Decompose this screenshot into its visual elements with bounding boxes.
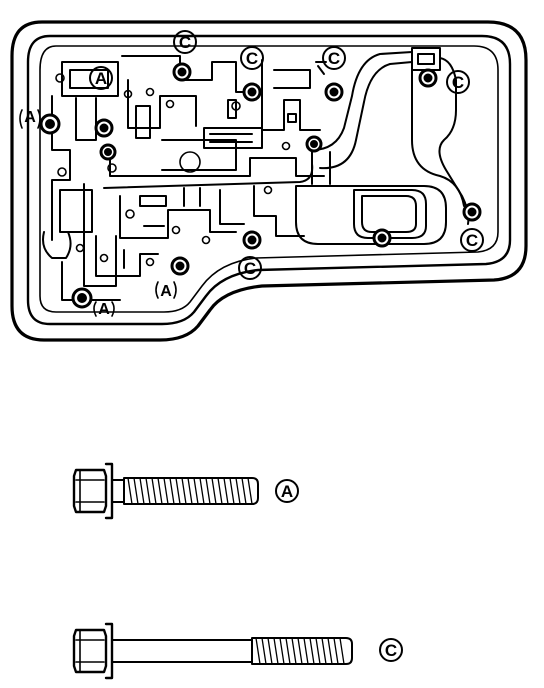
valve-body-outline — [10, 20, 528, 342]
svg-text:A: A — [95, 69, 107, 88]
legend-c: C — [379, 638, 403, 662]
svg-text:A: A — [98, 301, 110, 318]
callout-a-left: A — [19, 109, 41, 129]
callout-a-top: A — [89, 66, 113, 90]
bolt-head-c-5 — [462, 202, 482, 222]
svg-text:C: C — [452, 73, 464, 92]
bolt-head-a-2 — [94, 118, 114, 138]
svg-text:C: C — [328, 49, 340, 68]
bolt-head-misc — [305, 135, 323, 153]
bolt-head-c-3 — [324, 82, 344, 102]
callout-c-6: C — [238, 256, 262, 280]
svg-text:A: A — [281, 482, 293, 501]
bolt-head-c-1 — [172, 62, 192, 82]
bolt-head-c-7 — [242, 230, 262, 250]
callout-a-bottom-mid: A — [155, 281, 177, 300]
svg-text:C: C — [466, 231, 478, 250]
bolt-head-c-6 — [372, 228, 392, 248]
bolt-head-c-4 — [418, 68, 438, 88]
callouts: A A A A C C C C — [19, 30, 484, 318]
svg-text:C: C — [385, 641, 397, 660]
callout-c-4: C — [446, 70, 470, 94]
valve-body-holes — [55, 73, 291, 267]
callout-c-2: C — [240, 46, 264, 70]
bolt-head-a-1 — [39, 113, 61, 135]
callout-a-bottom-left: A — [93, 301, 115, 318]
callout-c-5: C — [460, 228, 484, 252]
bolt-c-illustration — [72, 622, 353, 680]
callout-c-1: C — [173, 30, 197, 54]
svg-text:A: A — [160, 283, 172, 300]
bolt-head-a-3 — [71, 287, 93, 309]
svg-text:C: C — [244, 259, 256, 278]
legend-a: A — [275, 479, 299, 503]
svg-text:A: A — [24, 109, 36, 126]
bolt-a-illustration — [72, 462, 259, 520]
svg-text:C: C — [246, 49, 258, 68]
bolt-head-a-4 — [170, 256, 190, 276]
bolt-heads — [39, 62, 482, 309]
svg-text:C: C — [179, 33, 191, 52]
bolt-head-a-5 — [99, 143, 117, 161]
bolt-head-c-2 — [242, 82, 262, 102]
callout-c-3: C — [322, 46, 346, 70]
valve-body-channels — [42, 47, 470, 301]
